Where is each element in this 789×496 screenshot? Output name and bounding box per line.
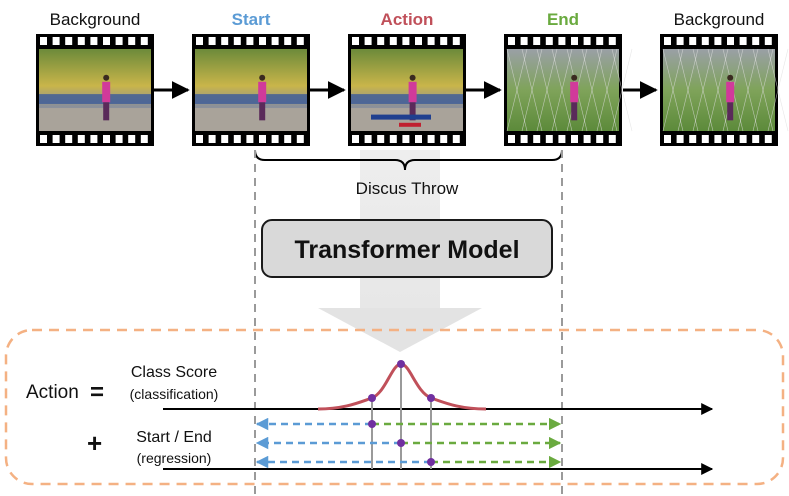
frame-label-action: Action (381, 10, 434, 29)
transformer-model-box: Transformer Model (261, 219, 553, 278)
film-frame-background-2 (660, 34, 789, 146)
action-label: Action (26, 382, 79, 403)
curve-point-left (368, 394, 376, 402)
film-frame-background (36, 34, 154, 146)
segment-label: Discus Throw (356, 179, 459, 198)
regression-point-2 (397, 439, 405, 447)
regression-arrows (255, 417, 562, 469)
segment-brace (254, 149, 563, 171)
output-region (4, 328, 785, 486)
regression-point-1 (368, 420, 376, 428)
film-frame-start (192, 34, 310, 146)
film-frame-action (348, 34, 466, 146)
model-label: Transformer Model (294, 236, 519, 264)
class-score-sub: (classification) (130, 386, 219, 402)
class-score-label: Class Score (131, 364, 217, 381)
curve-point-right (427, 394, 435, 402)
plus-sign: + (87, 428, 102, 458)
sample-points (368, 360, 435, 466)
start-end-label: Start / End (136, 429, 212, 446)
frame-label-background: Background (50, 10, 141, 29)
regression-point-3 (427, 458, 435, 466)
frame-label-start: Start (232, 10, 271, 29)
film-frame-end (504, 34, 633, 146)
start-end-sub: (regression) (137, 450, 212, 466)
peak-point (397, 360, 405, 368)
frame-label-end: End (547, 10, 579, 29)
equals-sign: = (90, 379, 104, 406)
frame-label-background-2: Background (674, 10, 765, 29)
